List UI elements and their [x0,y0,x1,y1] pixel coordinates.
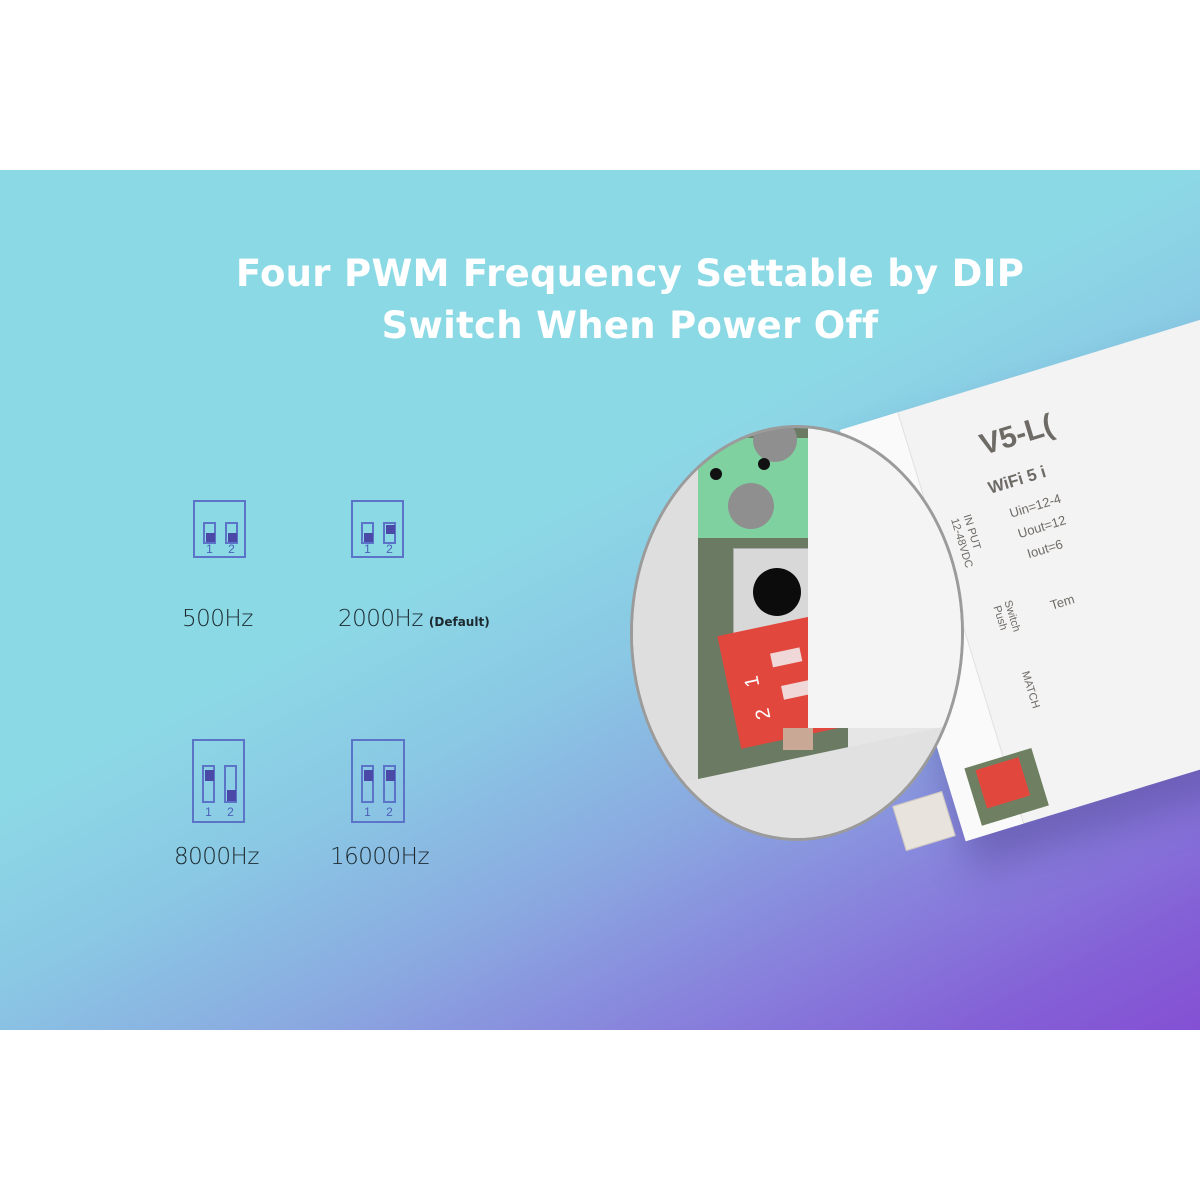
dip-slot-2 [225,522,238,544]
device-match-label: MATCH [1018,669,1042,710]
dip-diagram-2000hz: 1 2 [351,500,404,558]
dip-num-1: 1 [740,673,765,690]
dip-knob [364,533,373,542]
frequency-label-16000hz: 16000Hz [330,844,430,870]
dip-slot-2 [383,765,396,803]
dip-knob [227,790,236,801]
dip-knob [386,525,395,534]
dip-number-2: 2 [386,805,393,819]
dip-knob [228,533,237,542]
device-model: V5-L( [976,408,1058,462]
dip-num-2: 2 [751,706,776,722]
dip-number-2: 2 [228,542,235,556]
dip-knob [364,770,373,781]
terminal-screw [728,483,774,529]
dip-diagram-16000hz: 1 2 [351,739,405,823]
title-line-1: Four PWM Frequency Settable by DIP [235,252,1025,295]
magnifier-zoom-view: ON 1 2 [630,425,964,841]
default-note: (Default) [428,615,490,629]
dip-number-1: 1 [364,805,371,819]
dip-number-1: 1 [364,542,371,556]
dip-number-1: 1 [205,805,212,819]
terminal-screw [753,428,797,462]
dip-number-1: 1 [206,542,213,556]
terminal-hole [710,468,722,480]
dip-slot-2 [383,522,396,544]
device-spec-iout: Iout=6 [1025,536,1065,562]
green-terminal-block [698,428,808,538]
dip-knob [205,770,214,781]
dip-slot-1 [202,765,215,803]
frequency-label-500hz: 500Hz [182,606,253,632]
dip-diagram-500hz: 1 2 [193,500,246,558]
dip-diagram-8000hz: 1 2 [192,739,245,823]
dip-slot-2 [224,765,237,803]
device-subtitle: WiFi 5 i [985,462,1049,498]
housing-right [808,428,961,728]
dip-knob [206,533,215,542]
banner-title: Four PWM Frequency Settable by DIP Switc… [0,248,1200,352]
title-line-2: Switch When Power Off [381,304,879,347]
dip-knob [386,770,395,781]
terminal-hole [758,458,770,470]
dip-slot-1 [361,522,374,544]
dip-slot-1 [361,765,374,803]
dip-number-2: 2 [227,805,234,819]
frequency-label-2000hz: 2000Hz(Default) [338,606,490,632]
housing-left [633,428,703,838]
dip-slot-1 [203,522,216,544]
frequency-label-8000hz: 8000Hz [174,844,259,870]
dip-number-2: 2 [386,542,393,556]
device-term-label: Tem [1048,591,1077,613]
dip-toggle-1 [770,647,803,668]
product-banner: Four PWM Frequency Settable by DIP Switc… [0,170,1200,1030]
zoomed-pcb: ON 1 2 [633,428,961,838]
status-led [783,728,813,750]
push-button-cap [753,568,801,616]
